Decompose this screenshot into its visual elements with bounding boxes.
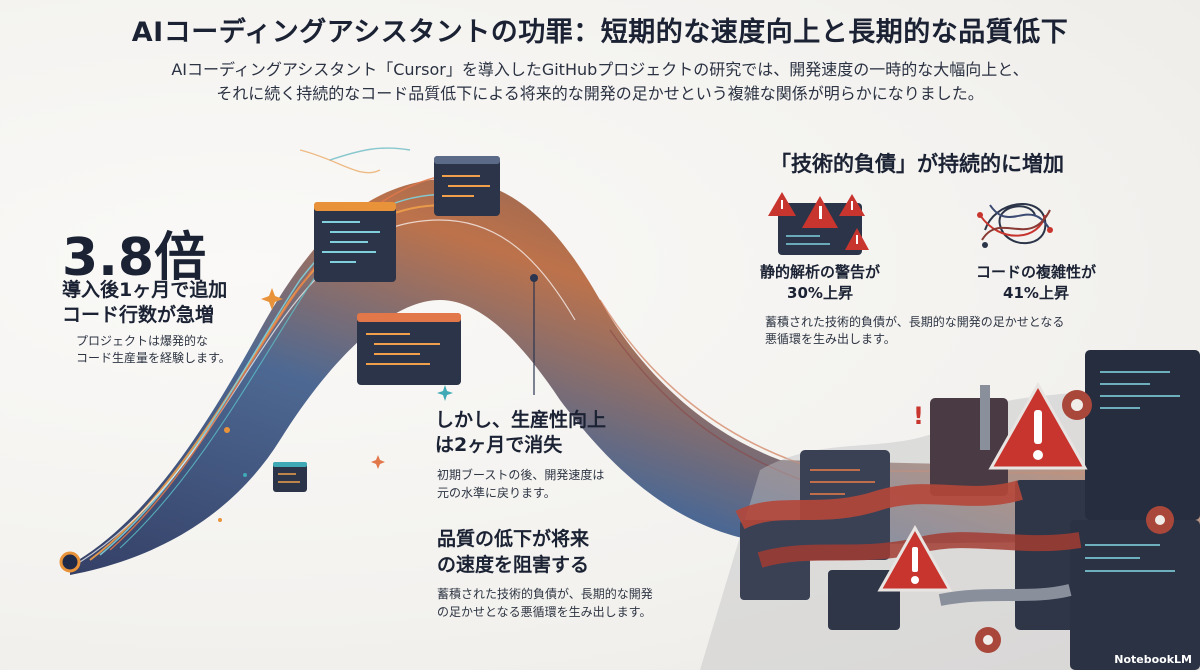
gear-icon <box>975 390 1174 653</box>
middle-heading-line: は2ヶ月で消失 <box>435 434 563 456</box>
technical-debt-machinery <box>700 350 1200 670</box>
tech-debt-description-line: 蓄積された技術的負債が、長期的な開発の足かせとなる <box>765 315 1065 329</box>
middle-description-line: 元の水準に戻ります。 <box>437 486 556 500</box>
subtitle-line: AIコーディングアシスタント「Cursor」を導入したGitHubプロジェクトの… <box>171 60 1029 79</box>
code-window-icon <box>357 313 461 385</box>
quality-heading-line: 品質の低下が将来 <box>437 528 590 550</box>
warning-icon <box>988 381 1088 470</box>
left-heading-line: コード行数が急増 <box>62 304 215 326</box>
sparkle-decoration <box>218 288 453 522</box>
metric-value: 41%上昇 <box>1003 284 1069 302</box>
notebooklm-watermark: NotebookLM <box>1114 653 1192 666</box>
quality-description: 蓄積された技術的負債が、長期的な開発 の足かせとなる悪循環を生み出します。 <box>437 585 653 621</box>
start-node <box>59 551 81 573</box>
svg-text:!: ! <box>913 402 924 430</box>
metric-label: コードの複雑性が <box>975 263 1096 281</box>
left-heading-line: 導入後1ヶ月で追加 <box>62 279 228 301</box>
quality-heading: 品質の低下が将来 の速度を阻害する <box>437 526 589 578</box>
quality-heading-line: の速度を阻害する <box>437 554 590 576</box>
code-window-icon <box>434 156 500 216</box>
tech-debt-description-line: 悪循環を生み出します。 <box>765 332 896 346</box>
metric-label: 静的解析の警告が <box>759 263 880 281</box>
middle-heading-line: しかし、生産性向上 <box>435 409 607 431</box>
growth-multiplier: 3.8倍 <box>62 228 207 288</box>
middle-heading: しかし、生産性向上 は2ヶ月で消失 <box>435 408 606 458</box>
quality-description-line: の足かせとなる悪循環を生み出します。 <box>437 605 652 619</box>
tech-debt-heading: 「技術的負債」が持続的に増加 <box>770 152 1064 176</box>
static-analysis-metric: 静的解析の警告が 30%上昇 <box>730 262 910 304</box>
page-subtitle: AIコーディングアシスタント「Cursor」を導入したGitHubプロジェクトの… <box>100 58 1100 106</box>
warning-icon <box>768 192 869 255</box>
subtitle-line: それに続く持続的なコード品質低下による将来的な開発の足かせという複雑な関係が明ら… <box>216 84 984 103</box>
left-description-line: コード生産量を経験します。 <box>76 351 231 365</box>
page-title: AIコーディングアシスタントの功罪：短期的な速度向上と長期的な品質低下 <box>131 17 1069 48</box>
code-window-icon <box>273 462 307 492</box>
tech-debt-description: 蓄積された技術的負債が、長期的な開発の足かせとなる 悪循環を生み出します。 <box>765 314 1064 348</box>
left-heading: 導入後1ヶ月で追加 コード行数が急増 <box>62 278 227 328</box>
metric-value: 30%上昇 <box>787 284 853 302</box>
code-window-icon <box>314 202 396 282</box>
left-description-line: プロジェクトは爆発的な <box>76 334 209 348</box>
tangle-icon <box>977 203 1053 248</box>
quality-description-line: 蓄積された技術的負債が、長期的な開発 <box>437 587 653 601</box>
middle-description-line: 初期ブーストの後、開発速度は <box>437 468 605 482</box>
left-description: プロジェクトは爆発的な コード生産量を経験します。 <box>76 333 231 367</box>
complexity-metric: コードの複雑性が 41%上昇 <box>946 262 1126 304</box>
warning-icon <box>877 524 953 592</box>
middle-description: 初期ブーストの後、開発速度は 元の水準に戻ります。 <box>437 466 604 502</box>
